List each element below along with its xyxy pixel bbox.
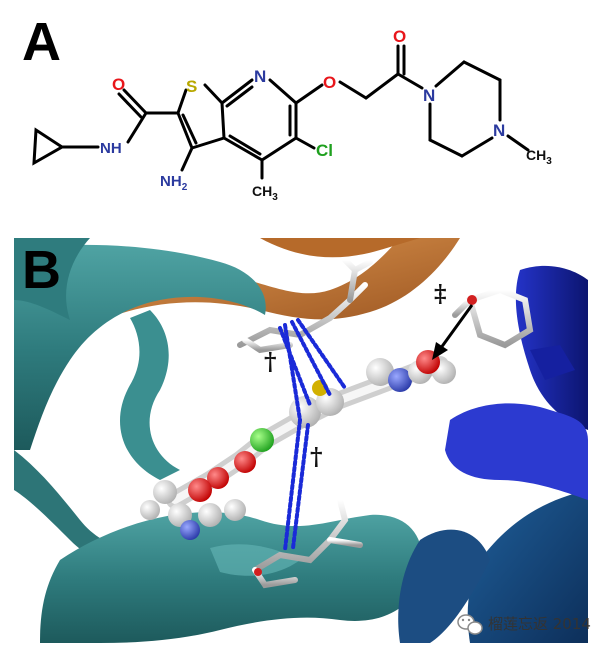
bond: [190, 136, 226, 150]
atom-labels: O NH S N O O N N CH3 Cl NH2 CH3: [100, 27, 552, 203]
orange-ribbon: [60, 238, 460, 330]
protein-render: [14, 238, 588, 643]
teal-helix-corner: [14, 238, 90, 320]
atom-methyl-ring: CH3: [252, 183, 278, 203]
bond: [428, 138, 464, 158]
atom-chlorine: Cl: [316, 141, 333, 160]
atom-oxygen-ketone: O: [393, 27, 406, 46]
bond: [176, 88, 188, 115]
panel-a: A: [22, 12, 552, 203]
residue-right: [452, 286, 534, 349]
blue-ribbon-right: [445, 403, 588, 500]
teal-highlight: [210, 544, 300, 576]
panel-b-label: B: [22, 240, 61, 300]
watermark-text: 榴莲忘返 2014: [488, 615, 591, 633]
atom-methyl-piperazine: CH3: [526, 147, 552, 167]
atom-oxygen-ether: O: [323, 73, 336, 92]
bond: [122, 88, 148, 115]
bond: [203, 83, 224, 105]
residue-oxygen-lower: [254, 568, 262, 576]
bond: [462, 60, 502, 82]
ligand-chlorine: [250, 428, 274, 452]
dagger-annotation-lower: †: [310, 442, 323, 471]
bond: [126, 111, 148, 144]
dagger-annotation-upper: †: [264, 347, 277, 376]
bond: [294, 136, 316, 150]
orange-ribbon-top: [260, 238, 420, 258]
bond: [460, 136, 494, 158]
teal-strand: [120, 310, 180, 480]
bond: [176, 111, 194, 150]
bond: [220, 78, 254, 105]
atom-nitrogen-piperazine-2: N: [493, 121, 505, 140]
panel-a-label: A: [22, 12, 61, 72]
atom-nitrogen-piperazine-1: N: [423, 86, 435, 105]
atom-amine: NH2: [160, 173, 188, 193]
bond: [396, 72, 424, 90]
bond: [506, 134, 530, 152]
dark-blue-ribbon-mid: [398, 529, 490, 643]
bond: [220, 101, 226, 140]
double-dagger-annotation: ‡: [434, 279, 447, 308]
bond: [228, 134, 262, 156]
bond: [268, 78, 298, 105]
residue-oxygen: [467, 295, 477, 305]
atom-nitrogen-ring: N: [254, 67, 266, 86]
watermark: 榴莲忘返 2014: [457, 614, 591, 635]
blue-strand: [530, 345, 575, 380]
hbond-lines: [278, 318, 347, 552]
bond: [117, 92, 143, 119]
panel-b: B ‡ † †: [14, 238, 588, 643]
atom-nh: NH: [100, 140, 122, 157]
teal-helix-top: [14, 244, 266, 450]
bond: [181, 113, 198, 145]
atom-sulfur: S: [186, 77, 197, 96]
bond: [225, 85, 254, 108]
atom-oxygen: O: [112, 75, 125, 94]
bond: [222, 136, 264, 162]
bond: [434, 60, 466, 88]
residue-upper: [237, 257, 373, 354]
chemical-structure: [32, 44, 530, 180]
bond: [180, 146, 194, 172]
dark-blue-ribbon-bottom-right: [467, 490, 588, 643]
interaction-arrow: [432, 304, 474, 360]
wechat-icon: [457, 614, 483, 635]
bond: [364, 72, 400, 100]
bond: [338, 80, 368, 100]
cyclopropyl-ring: [32, 127, 65, 166]
bond: [260, 136, 298, 162]
bond: [294, 83, 324, 105]
